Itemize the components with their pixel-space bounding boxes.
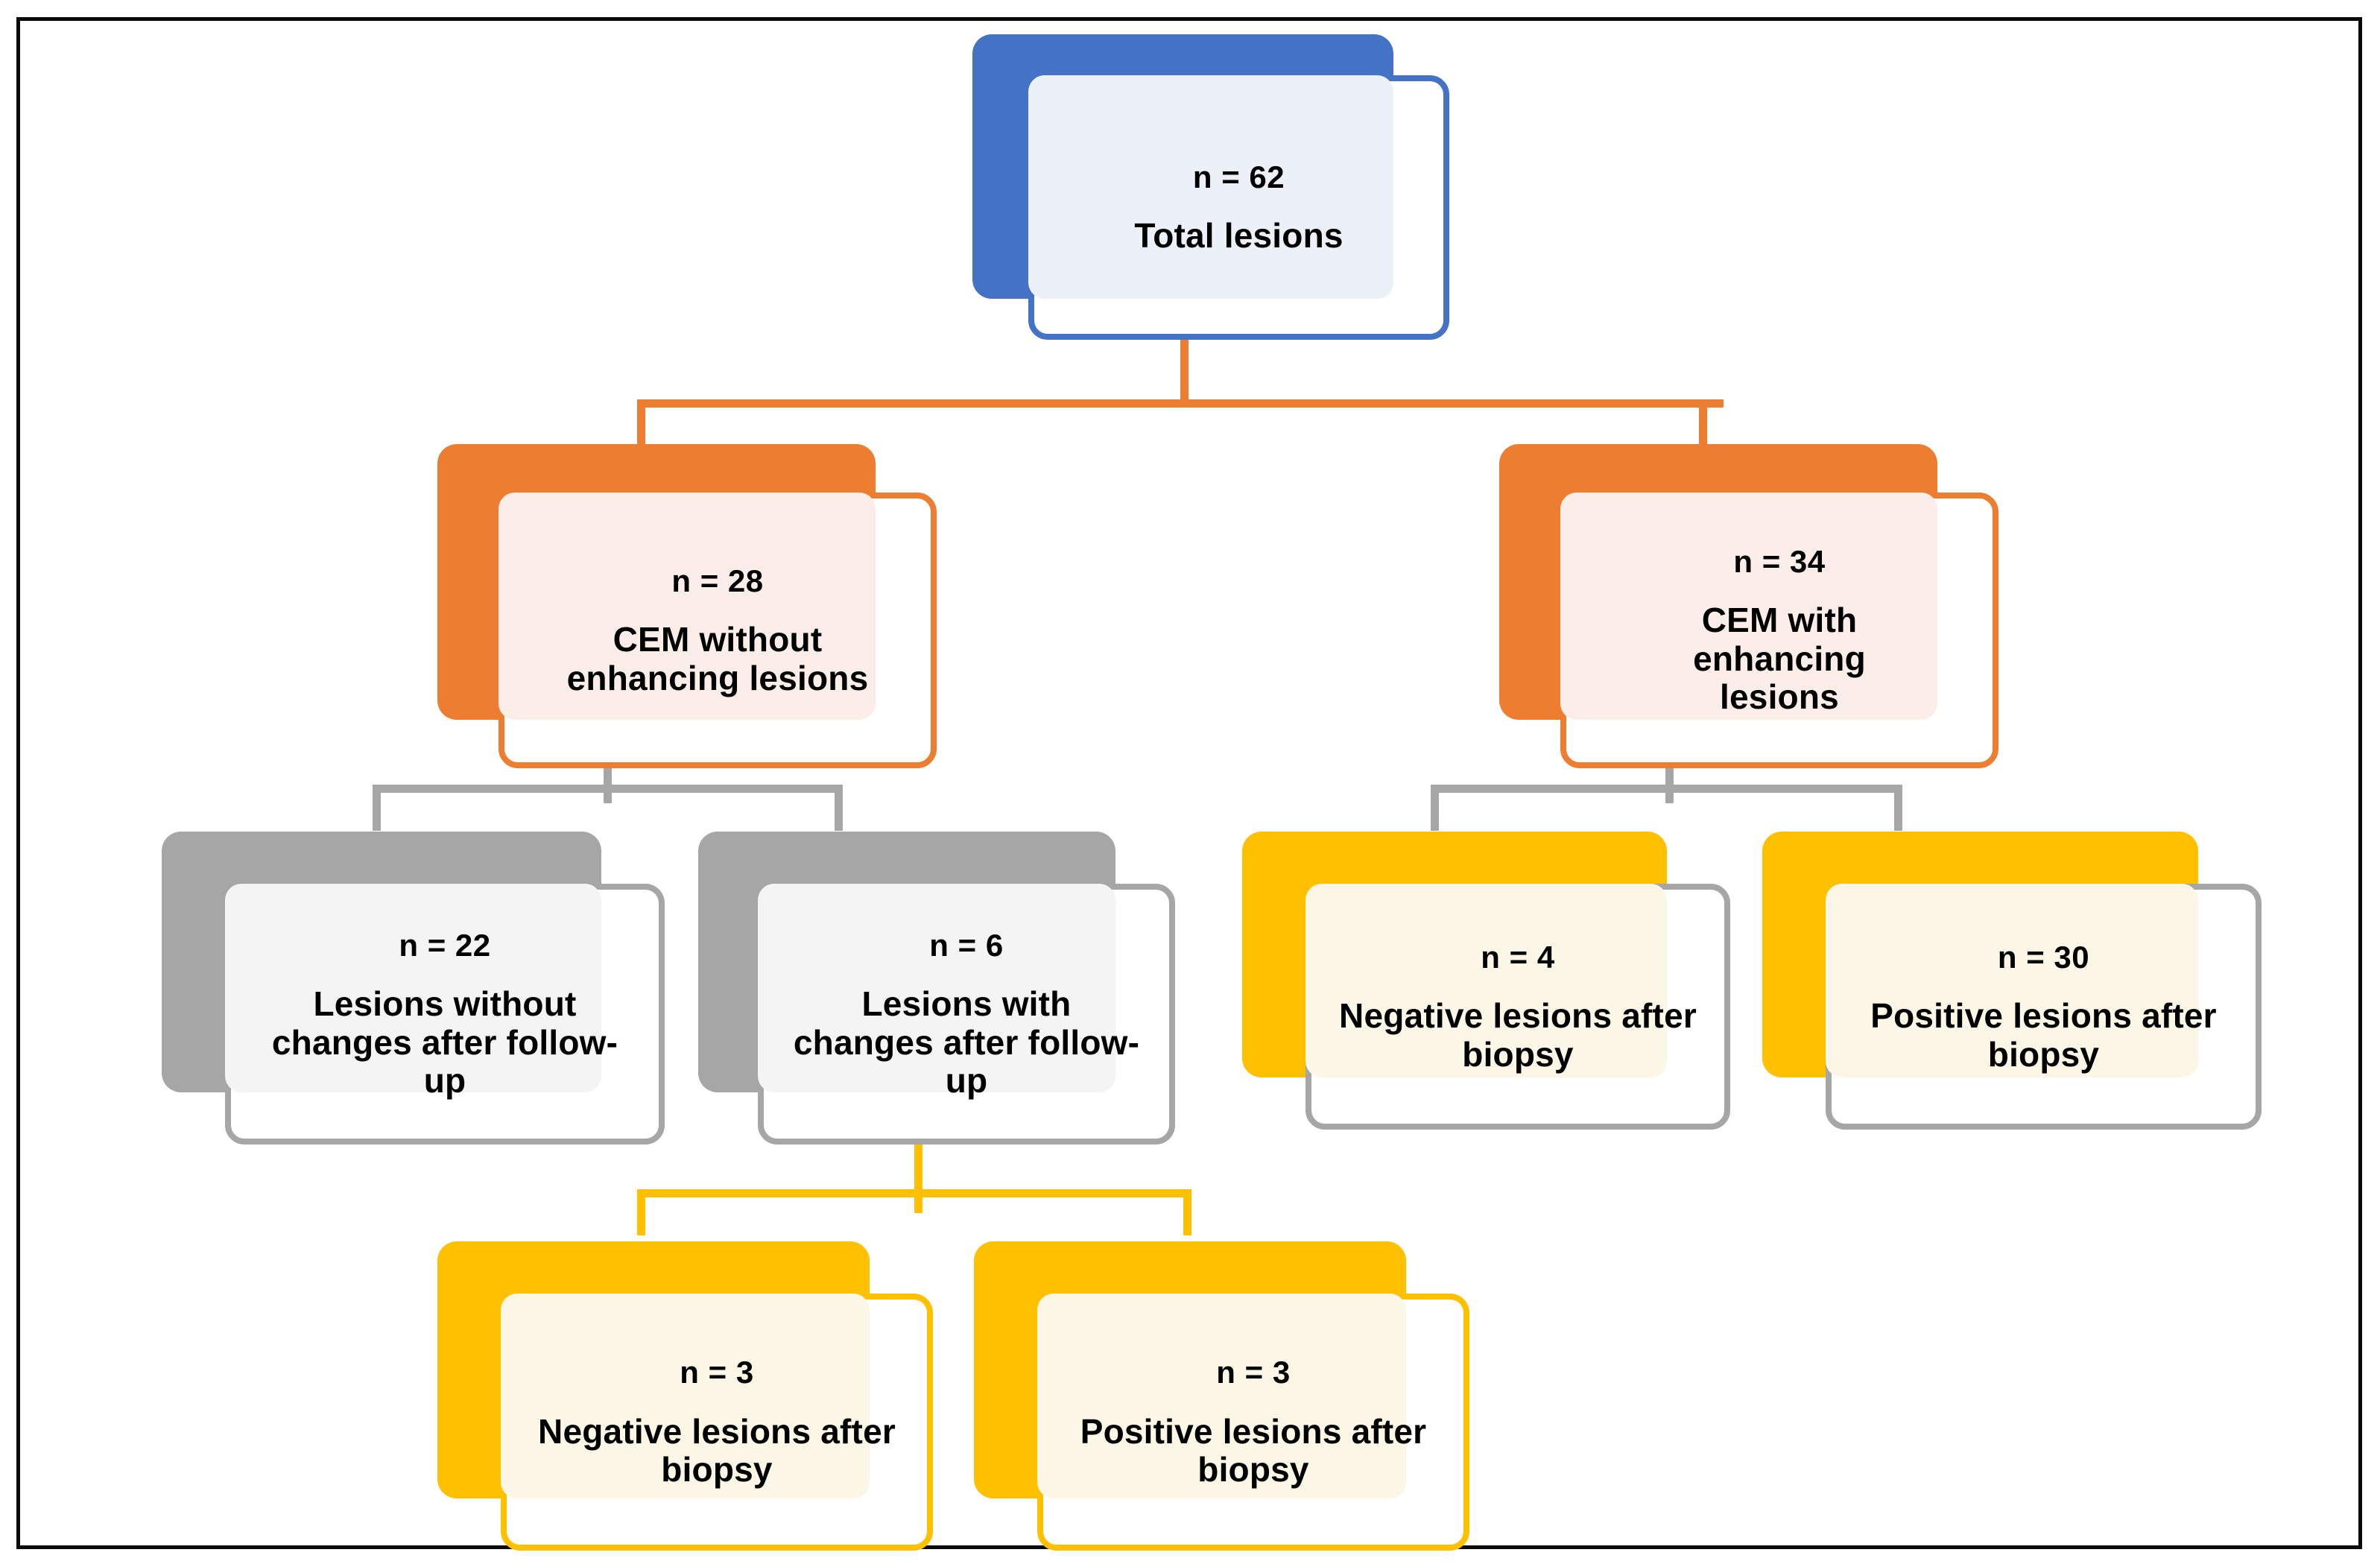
node-inner-fill <box>758 884 1115 1092</box>
node-text-block: n = 3 Positive lesions after biopsy <box>1037 1294 1469 1551</box>
node-negative-after-biopsy-bottom[interactable]: n = 3 Negative lesions after biopsy <box>437 1241 933 1551</box>
node-inner-fill <box>1826 884 2198 1077</box>
node-label: Total lesions <box>1134 216 1344 256</box>
node-count: n = 3 <box>680 1355 754 1390</box>
node-text-block: n = 6 Lesions with changes after follow-… <box>758 884 1175 1145</box>
node-text-block: n = 3 Negative lesions after biopsy <box>501 1294 933 1551</box>
node-count: n = 30 <box>1997 939 2090 975</box>
node-inner-fill <box>225 884 601 1092</box>
node-cem-with-enhancing[interactable]: n = 34 CEM with enhancing lesions <box>1499 444 1998 768</box>
node-inner-fill <box>1560 493 1937 720</box>
node-text-block: n = 34 CEM with enhancing lesions <box>1560 493 1998 768</box>
node-label: Negative lesions after biopsy <box>1339 996 1697 1074</box>
node-cem-without-enhancing[interactable]: n = 28 CEM without enhancing lesions <box>437 444 937 768</box>
node-label: Lesions without changes after follow-up <box>271 984 618 1101</box>
node-total-lesions[interactable]: n = 62 Total lesions <box>972 34 1449 340</box>
node-negative-after-biopsy-right[interactable]: n = 4 Negative lesions after biopsy <box>1242 832 1730 1130</box>
node-text-block: n = 30 Positive lesions after biopsy <box>1826 884 2262 1130</box>
node-label: Positive lesions after biopsy <box>1080 1411 1427 1490</box>
node-label: CEM without enhancing lesions <box>566 620 869 697</box>
node-inner-fill <box>499 493 876 720</box>
node-count: n = 62 <box>1192 159 1285 195</box>
node-count: n = 34 <box>1733 544 1826 580</box>
node-text-block: n = 4 Negative lesions after biopsy <box>1305 884 1730 1130</box>
node-count: n = 4 <box>1481 939 1555 975</box>
node-inner-fill <box>1028 75 1393 299</box>
node-label: CEM with enhancing lesions <box>1693 601 1866 717</box>
node-positive-after-biopsy-bottom[interactable]: n = 3 Positive lesions after biopsy <box>974 1241 1469 1551</box>
node-text-block: n = 22 Lesions without changes after fol… <box>225 884 665 1145</box>
node-inner-fill <box>1305 884 1667 1077</box>
node-positive-after-biopsy-right[interactable]: n = 30 Positive lesions after biopsy <box>1762 832 2262 1130</box>
node-count: n = 28 <box>671 563 764 598</box>
node-label: Lesions with changes after follow-up <box>793 984 1140 1101</box>
node-count: n = 6 <box>929 928 1004 963</box>
node-inner-fill <box>501 1294 870 1498</box>
node-lesions-without-changes[interactable]: n = 22 Lesions without changes after fol… <box>162 832 665 1145</box>
node-text-block: n = 28 CEM without enhancing lesions <box>499 493 937 768</box>
node-label: Positive lesions after biopsy <box>1870 996 2217 1074</box>
figure-frame: n = 62 Total lesions n = 28 CEM without … <box>16 17 2362 1551</box>
node-label: Negative lesions after biopsy <box>538 1411 896 1490</box>
node-count: n = 22 <box>399 928 491 963</box>
node-inner-fill <box>1037 1294 1406 1498</box>
node-count: n = 3 <box>1216 1355 1291 1390</box>
node-lesions-with-changes[interactable]: n = 6 Lesions with changes after follow-… <box>698 832 1175 1145</box>
node-text-block: n = 62 Total lesions <box>1028 75 1449 340</box>
